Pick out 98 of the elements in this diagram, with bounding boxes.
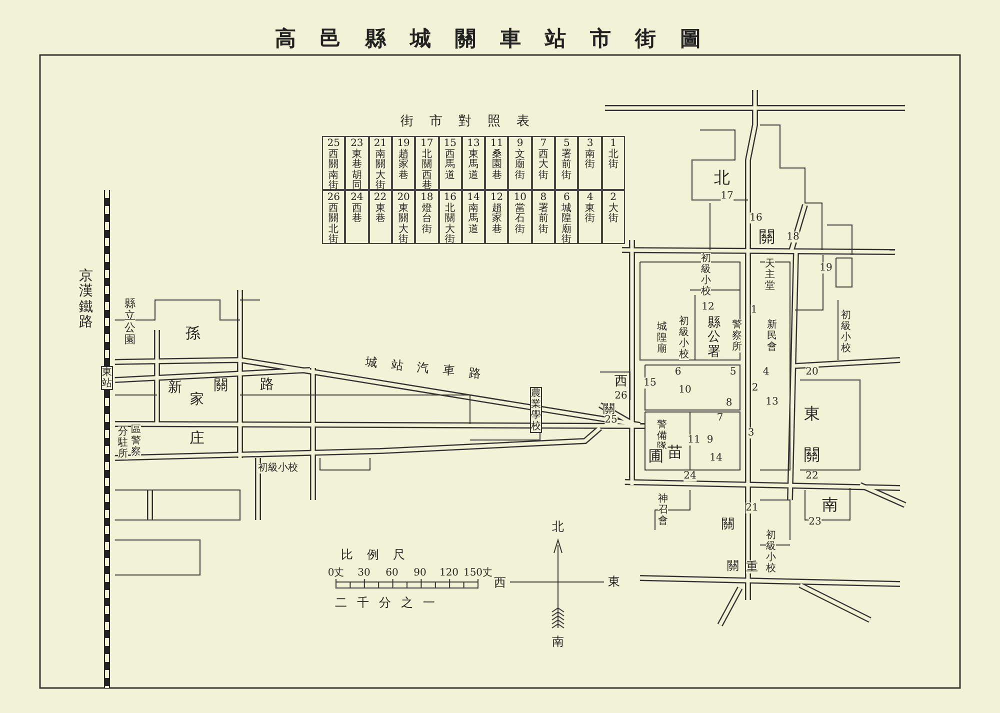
map-label: 關 (759, 228, 775, 246)
map-label: 12 (702, 302, 714, 312)
map-label: 關 (727, 559, 739, 573)
table-cell: 16北關大街 (438, 190, 462, 244)
map-label: 分駐所 (118, 426, 128, 460)
table-cell: 7西大街 (532, 136, 556, 190)
map-label: 初級小校 (258, 462, 298, 474)
map-label: 60 (386, 568, 398, 578)
table-cell: 6城隍廟街 (555, 190, 578, 244)
map-label: 關 (214, 378, 228, 394)
map-label: 關 (722, 518, 734, 532)
table-cell: 9文廟街 (508, 136, 532, 190)
table-cell: 10當石街 (508, 190, 532, 244)
map-label: 新 (168, 380, 182, 396)
table-cell: 18燈台街 (415, 190, 439, 244)
table-cell: 3南街 (578, 136, 602, 190)
map-title: 高邑縣城關車站市街圖 (275, 26, 725, 50)
map-label: 18 (786, 232, 800, 242)
map-label: 初級小校 (701, 253, 711, 297)
map-label: 23 (808, 516, 822, 528)
map-label: 24 (684, 470, 696, 482)
table-cell: 1北街 (602, 136, 625, 190)
map-label: 孫 (186, 324, 200, 342)
table-cell: 25西關南街 (322, 136, 346, 190)
map-label: 北 (552, 520, 564, 534)
table-cell: 26西關北街 (322, 190, 346, 244)
table-cell: 14南馬道 (462, 190, 486, 244)
map-label: 京漢鐵路 (79, 269, 93, 331)
map-label: 25 (604, 414, 618, 426)
map-label: 警察所 (732, 320, 742, 352)
map-label: 路 (260, 377, 274, 393)
map-label: 關 (804, 446, 820, 464)
map-label: 5 (730, 366, 736, 378)
map-label: 農業學校 (530, 387, 542, 433)
map-label: 城隍廟 (657, 322, 667, 354)
map-label: 0丈 (328, 568, 344, 578)
map-label: 4 (762, 366, 770, 378)
map-label: 西 (614, 374, 628, 390)
map-label: 120 (439, 568, 459, 578)
map-label: 圃 (648, 448, 664, 464)
map-label: 11 (688, 434, 700, 446)
table-cell: 5署前街 (555, 136, 578, 190)
map-label: 20 (806, 366, 818, 378)
map-label: 8 (726, 398, 732, 408)
map-label: 新民會 (767, 320, 777, 352)
table-cell: 4東街 (578, 190, 602, 244)
map-label: 神召會 (658, 494, 668, 526)
map-label: 東 (608, 575, 620, 589)
table-cell: 13東馬道 (462, 136, 486, 190)
map-label: 西 (494, 576, 506, 590)
map-label: 南 (822, 496, 838, 514)
map-label: 6 (674, 366, 682, 378)
table-cell: 17北關西巷 (415, 136, 439, 190)
table-cell: 21南關大街 (368, 136, 392, 190)
map-label: 7 (716, 412, 724, 424)
map-label: 初級小校 (679, 316, 689, 360)
map-label: 1 (750, 304, 758, 316)
table-cell: 22東巷 (368, 190, 392, 244)
table-cell: 11桑園巷 (485, 136, 508, 190)
map-label: 90 (414, 568, 426, 578)
map-label: 南 (552, 635, 564, 649)
map-label: 14 (710, 452, 722, 464)
map-label: 19 (820, 262, 832, 274)
map-label: 初級小校 (766, 530, 776, 574)
map-label: 縣立公園 (124, 298, 136, 346)
map-label: 北 (714, 169, 730, 187)
table-cell: 19趙家巷 (392, 136, 416, 190)
map-label: 26 (614, 390, 628, 402)
table-cell: 24西巷 (345, 190, 369, 244)
map-label: 東 (804, 405, 820, 423)
map-label: 13 (766, 396, 778, 408)
map-label: 區警察 (131, 424, 141, 458)
table-cell: 8署前街 (532, 190, 556, 244)
map-label: 初級小校 (841, 310, 851, 354)
table-cell: 2大街 (602, 190, 625, 244)
map-label: 21 (746, 502, 758, 514)
map-label: 苗 (668, 444, 682, 460)
map-label: 2 (752, 382, 758, 394)
map-label: 150丈 (463, 568, 493, 578)
map-label: 22 (806, 470, 818, 482)
map-label: 關 (603, 402, 615, 416)
map-label: 庄 (190, 430, 204, 446)
map-label: 3 (748, 428, 754, 438)
map-label: 17 (720, 190, 734, 202)
table-cell: 20東關大街 (392, 190, 416, 244)
map-label: 16 (750, 212, 762, 224)
map-label: 10 (678, 384, 692, 396)
map-label: 縣公署 (708, 316, 720, 360)
map-label: 家 (190, 392, 204, 408)
map-label: 15 (644, 378, 656, 388)
map-label: 天主堂 (765, 258, 775, 292)
table-cell: 23東巷胡同 (345, 136, 369, 190)
table-cell: 15西馬道 (438, 136, 462, 190)
table-cell: 12趙家巷 (485, 190, 508, 244)
map-label: 東站 (101, 366, 113, 390)
map-label: 30 (358, 568, 370, 578)
map-label: 重 (746, 560, 758, 574)
map-label: 9 (706, 434, 714, 446)
